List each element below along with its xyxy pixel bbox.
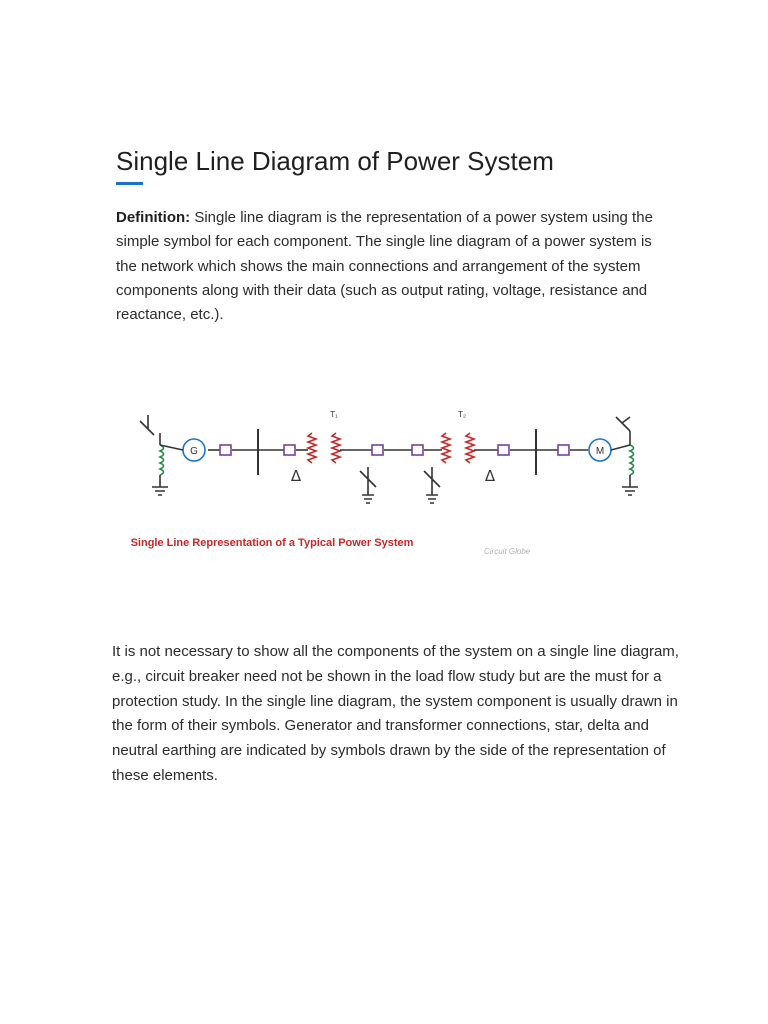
- figure-watermark: Circuit Globe: [484, 547, 531, 556]
- breaker-4: [411, 444, 424, 456]
- t1-star-earth: [359, 467, 377, 504]
- breaker-1: [219, 444, 232, 456]
- breaker-6: [557, 444, 570, 456]
- t2-label: T₂: [458, 410, 466, 419]
- t1-secondary-coil: [329, 432, 343, 464]
- t1-primary-coil: [305, 432, 319, 464]
- generator-star-symbol: [139, 415, 155, 436]
- generator-label: G: [190, 446, 198, 457]
- motor-label: M: [596, 446, 604, 457]
- t2-star-earth: [423, 467, 441, 504]
- figure-caption: Single Line Representation of a Typical …: [130, 537, 414, 549]
- t2-secondary-coil: [463, 432, 477, 464]
- t2-delta-symbol: Δ: [485, 467, 496, 485]
- motor-ground-icon: [622, 475, 638, 496]
- body-paragraph: It is not necessary to show all the comp…: [112, 643, 679, 784]
- motor-earth-coil: [627, 444, 635, 476]
- diagram-svg: G M T₁ T₂ Δ Δ: [139, 410, 638, 504]
- page-title: Single Line Diagram of Power System: [116, 146, 554, 176]
- breaker-3: [371, 444, 384, 456]
- t2-primary-coil: [439, 432, 453, 464]
- single-line-diagram: G M T₁ T₂ Δ Δ: [112, 395, 664, 570]
- motor-star-symbol: [615, 416, 631, 432]
- t1-delta-symbol: Δ: [291, 467, 302, 485]
- breaker-5: [497, 444, 510, 456]
- definition-text: Single line diagram is the representatio…: [116, 209, 653, 324]
- title-accent-bar: [116, 182, 143, 185]
- breaker-2: [283, 444, 296, 456]
- definition-term: Definition:: [116, 209, 191, 226]
- t1-label: T₁: [330, 410, 338, 419]
- generator-earth-coil: [157, 444, 165, 476]
- definition-paragraph: Definition: Single line diagram is the r…: [116, 206, 676, 327]
- generator-ground-icon: [152, 475, 168, 496]
